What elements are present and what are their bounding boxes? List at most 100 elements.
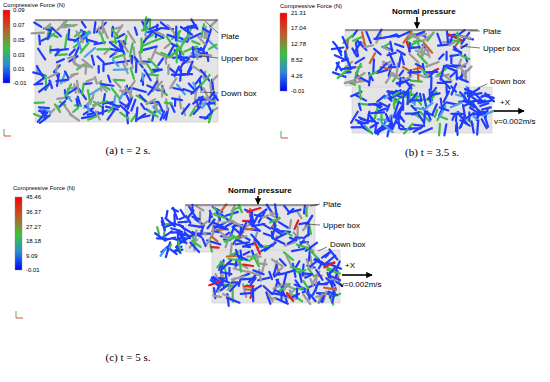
- fiber: [148, 74, 158, 75]
- fiber: [228, 264, 238, 265]
- fiber: [460, 55, 469, 59]
- fiber: [135, 28, 137, 35]
- fiber: [116, 25, 122, 34]
- fiber: [174, 100, 176, 106]
- fiber: [214, 223, 226, 228]
- fiber: [324, 288, 336, 290]
- fiber: [230, 283, 237, 291]
- fiber: [326, 253, 330, 258]
- fiber: [278, 273, 284, 274]
- fiber: [172, 98, 182, 100]
- fiber: [45, 24, 51, 29]
- fiber: [342, 67, 355, 69]
- fiber: [173, 88, 183, 90]
- fiber: [390, 34, 397, 36]
- shear-box: [35, 21, 492, 303]
- fiber: [192, 47, 195, 57]
- fiber: [100, 32, 104, 43]
- fiber: [386, 73, 393, 82]
- fiber: [294, 221, 298, 230]
- fiber: [332, 292, 334, 302]
- fiber: [288, 239, 296, 243]
- fiber: [166, 99, 167, 109]
- fiber: [410, 99, 420, 101]
- fiber: [286, 271, 292, 273]
- fiber: [84, 63, 87, 74]
- fiber: [83, 33, 90, 38]
- fiber: [352, 48, 356, 56]
- part-label: Down box: [221, 89, 257, 98]
- fiber: [369, 76, 370, 85]
- fiber: [416, 51, 428, 55]
- fiber: [233, 227, 240, 233]
- fiber: [76, 31, 83, 42]
- fiber: [178, 221, 187, 224]
- fiber: [176, 49, 178, 63]
- fiber: [218, 282, 222, 289]
- fiber: [181, 57, 187, 60]
- fiber: [114, 68, 128, 71]
- fiber: [244, 228, 253, 230]
- fiber: [353, 37, 362, 41]
- fiber: [128, 31, 135, 42]
- fiber: [472, 121, 474, 132]
- fiber: [179, 96, 181, 108]
- fiber: [322, 252, 330, 257]
- fiber: [262, 215, 268, 217]
- fiber: [243, 265, 253, 266]
- fiber: [303, 225, 308, 230]
- leader-line: [200, 21, 487, 251]
- fiber: [196, 206, 204, 210]
- fiber: [291, 267, 301, 269]
- fiber: [187, 210, 193, 218]
- fiber: [469, 89, 479, 95]
- fiber: [141, 104, 144, 109]
- fiber: [352, 126, 364, 128]
- fiber: [147, 99, 155, 104]
- fiber: [482, 107, 491, 109]
- fiber: [279, 222, 288, 228]
- fiber: [410, 54, 419, 63]
- fiber: [201, 24, 204, 37]
- fiber: [109, 107, 113, 112]
- fiber: [269, 294, 273, 301]
- fiber: [372, 59, 375, 73]
- fiber: [73, 108, 78, 112]
- fiber: [389, 66, 396, 68]
- fiber: [427, 49, 430, 57]
- fiber: [365, 126, 372, 134]
- fiber: [449, 42, 454, 45]
- fiber: [428, 88, 436, 99]
- fiber: [191, 34, 201, 39]
- fiber: [418, 113, 424, 122]
- fiber: [77, 40, 82, 50]
- fiber: [140, 39, 143, 52]
- fiber: [121, 106, 129, 114]
- fiber: [356, 64, 361, 76]
- part-label: +X: [345, 261, 355, 270]
- fiber: [286, 232, 292, 236]
- part-label: Upper box: [221, 54, 258, 63]
- fiber: [39, 85, 47, 91]
- fiber: [34, 83, 42, 86]
- colorbar-tick: 4.26: [291, 73, 303, 79]
- fiber: [451, 86, 456, 91]
- fiber: [71, 74, 77, 76]
- fiber: [92, 56, 94, 65]
- colorbar-tick: -0.01: [291, 88, 305, 94]
- fiber: [131, 100, 135, 111]
- fiber: [87, 40, 97, 43]
- part-label: Upper box: [323, 221, 360, 230]
- fiber: [309, 226, 311, 233]
- fiber: [173, 208, 177, 219]
- colorbar-tick: 0.03: [13, 52, 25, 58]
- fiber: [451, 103, 462, 108]
- fiber: [80, 43, 88, 53]
- fiber: [98, 56, 104, 62]
- fiber: [102, 84, 114, 86]
- fiber: [34, 22, 41, 26]
- fiber: [56, 65, 58, 71]
- colorbar-tick: 8.52: [291, 57, 303, 63]
- fiber: [270, 218, 280, 222]
- fiber: [56, 50, 60, 55]
